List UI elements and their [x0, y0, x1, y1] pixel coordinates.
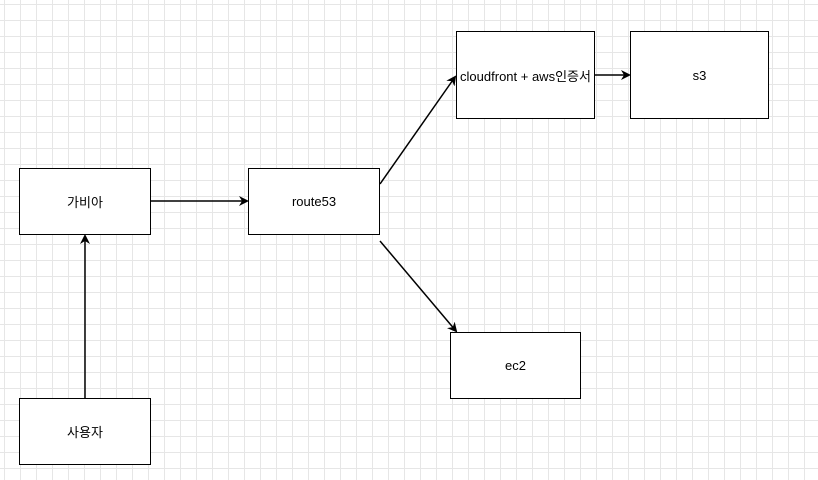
node-gabia-label: 가비아	[67, 195, 103, 210]
edge-route53-to-cloudfront	[379, 75, 457, 185]
node-route53-label: route53	[291, 194, 337, 209]
node-user-label: 사용자	[67, 425, 103, 440]
node-s3-label: s3	[692, 67, 707, 83]
node-ec2-label: ec2	[505, 358, 526, 373]
node-route53[interactable]: route53	[248, 168, 380, 235]
node-ec2[interactable]: ec2	[450, 332, 581, 399]
node-s3[interactable]: s3	[630, 31, 769, 119]
edge-route53-to-ec2	[379, 240, 458, 333]
node-gabia[interactable]: 가비아	[19, 168, 151, 235]
node-cloudfront-label: cloudfront + aws인증서	[460, 68, 591, 84]
node-cloudfront[interactable]: cloudfront + aws인증서	[456, 31, 595, 119]
node-user[interactable]: 사용자	[19, 398, 151, 465]
